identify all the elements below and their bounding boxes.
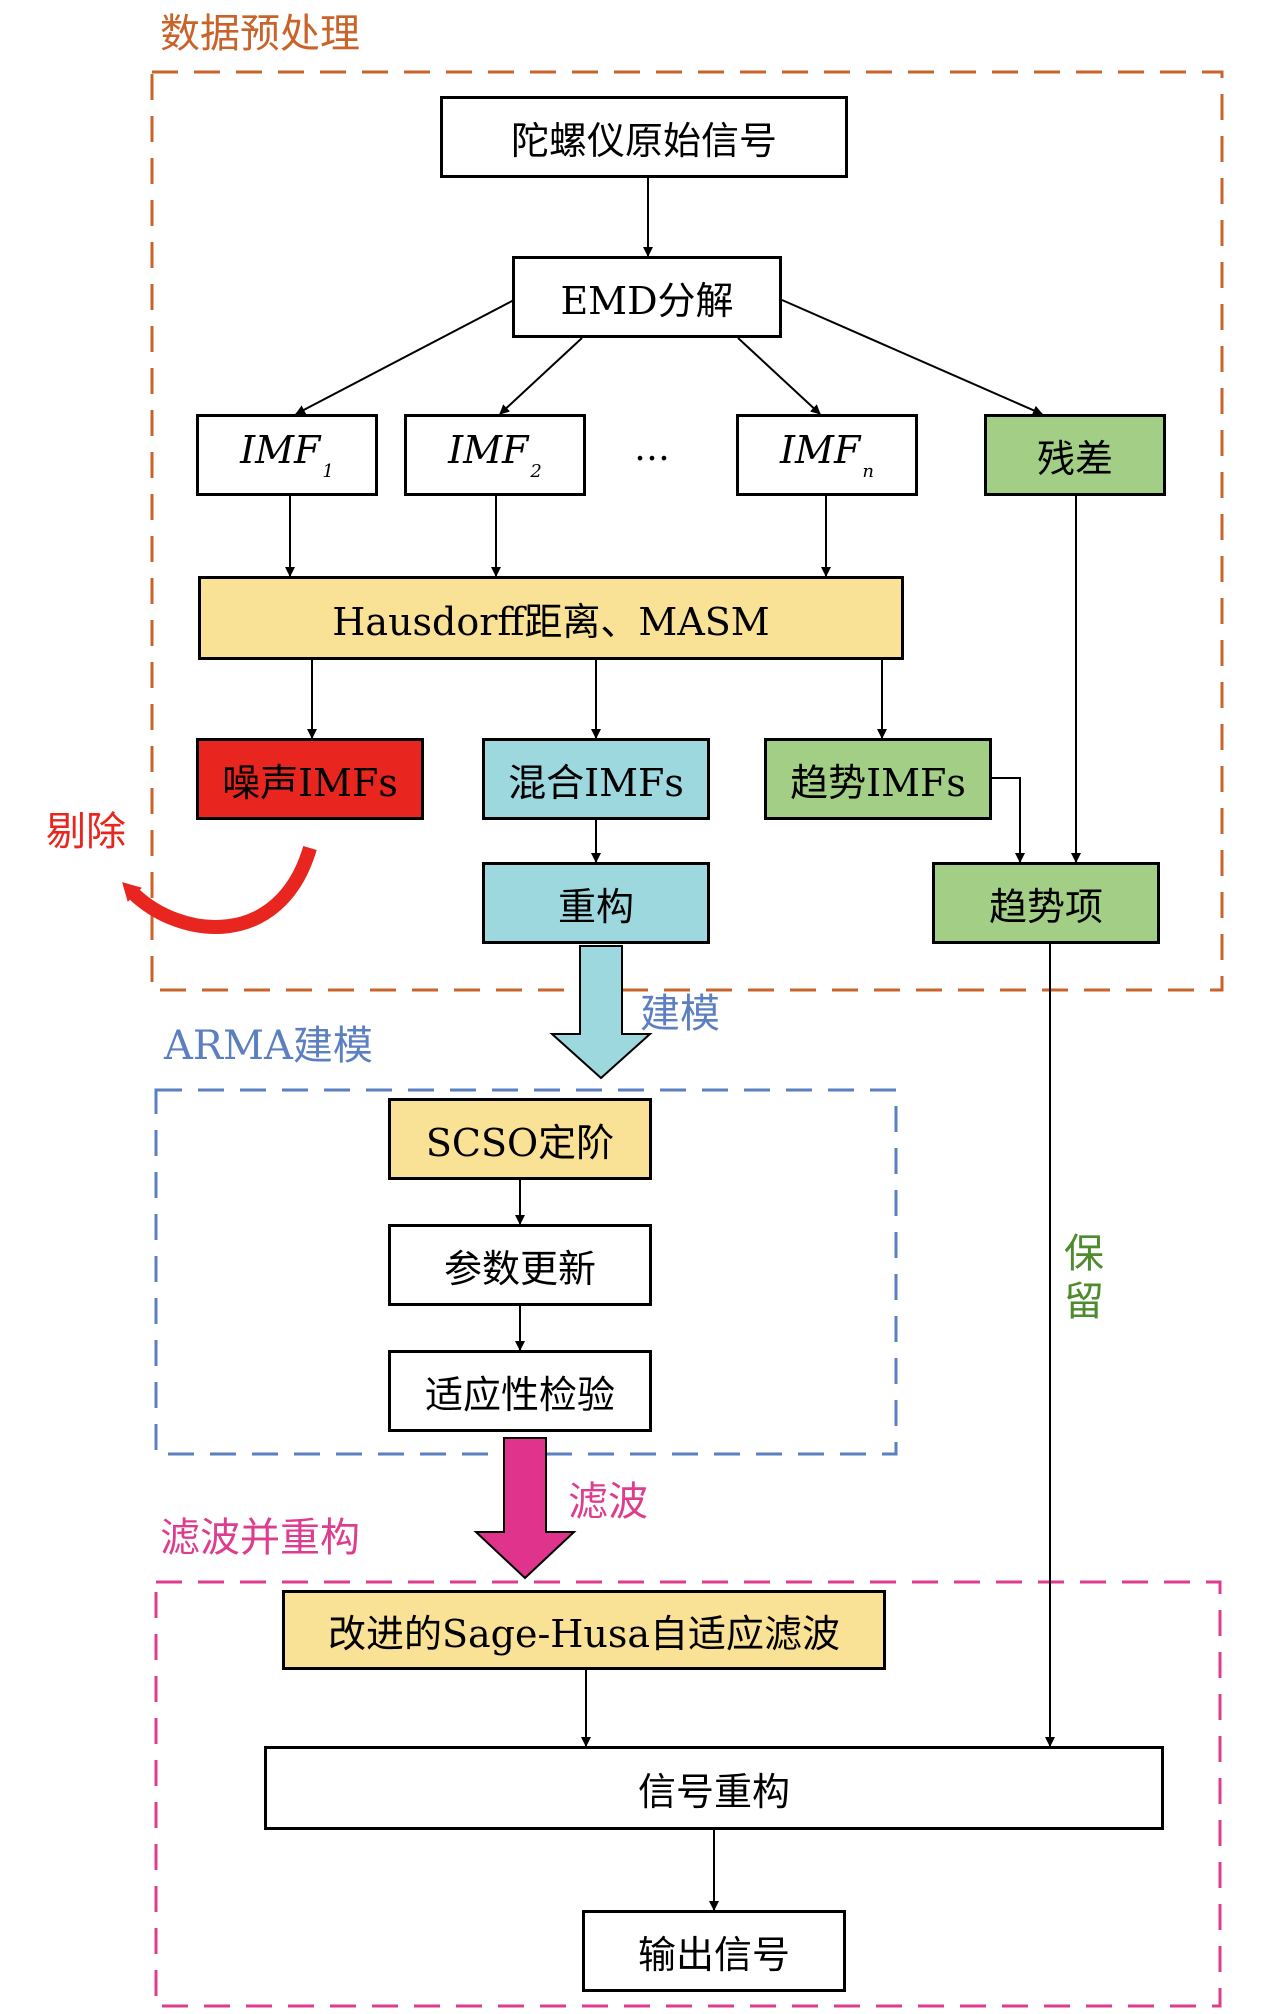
filtering-block-arrow bbox=[473, 1437, 577, 1580]
emd-box: EMD分解 bbox=[512, 256, 782, 338]
gyro-signal-box: 陀螺仪原始信号 bbox=[440, 96, 848, 178]
hausdorff-masm-box: Hausdorff距离、MASM bbox=[198, 576, 904, 660]
imf-ellipsis: … bbox=[634, 428, 670, 469]
arrow-emd-imfn bbox=[737, 337, 821, 415]
filter-frame bbox=[154, 1580, 1222, 2008]
trend-imfs-box: 趋势IMFs bbox=[764, 738, 992, 820]
residual-box: 残差 bbox=[984, 414, 1166, 496]
mixed-imfs-box: 混合IMFs bbox=[482, 738, 710, 820]
trend-term-box: 趋势项 bbox=[932, 862, 1160, 944]
arrow-emd-imf2 bbox=[499, 337, 583, 415]
scso-box: SCSO定阶 bbox=[388, 1098, 652, 1180]
keep-label: 保留 bbox=[1064, 1231, 1104, 1325]
output-signal-box: 输出信号 bbox=[582, 1910, 846, 1992]
preprocess-section-title: 数据预处理 bbox=[160, 11, 360, 57]
arma-section-title: ARMA建模 bbox=[164, 1023, 373, 1069]
remove-arrow bbox=[122, 845, 317, 934]
filter-section-title: 滤波并重构 bbox=[160, 1515, 360, 1561]
signal-recon-box: 信号重构 bbox=[264, 1746, 1164, 1830]
noise-imfs-box: 噪声IMFs bbox=[196, 738, 424, 820]
reconstruct-box: 重构 bbox=[482, 862, 710, 944]
remove-label: 剔除 bbox=[46, 809, 126, 855]
sage-husa-box: 改进的Sage-Husa自适应滤波 bbox=[282, 1590, 886, 1670]
modeling-label: 建模 bbox=[640, 991, 720, 1037]
filtering-label: 滤波 bbox=[568, 1479, 648, 1525]
arrow-emd-imf1 bbox=[295, 299, 515, 415]
arrow-emd-residual bbox=[781, 299, 1043, 415]
modeling-block-arrow bbox=[549, 945, 653, 1080]
arrow-trendimfs-trendterm bbox=[992, 777, 1025, 863]
adapt-test-box: 适应性检验 bbox=[388, 1350, 652, 1432]
param-update-box: 参数更新 bbox=[388, 1224, 652, 1306]
preprocess-frame bbox=[150, 70, 1224, 992]
